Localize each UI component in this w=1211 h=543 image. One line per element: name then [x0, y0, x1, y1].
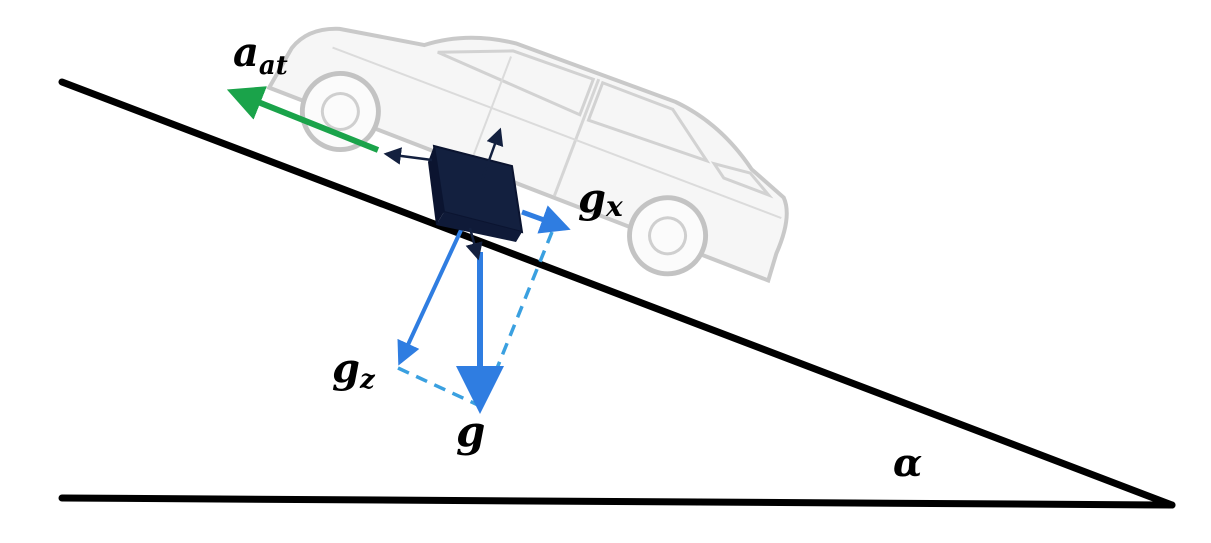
label-a-at: aat	[233, 29, 288, 81]
label-gz: gz	[332, 345, 376, 395]
label-gx: gx	[578, 175, 623, 223]
gx-arrow	[521, 205, 571, 234]
label-gz-sub: z	[359, 365, 376, 395]
label-g: g	[456, 407, 485, 456]
label-a-sub: at	[259, 51, 288, 81]
sensor-axis-up	[480, 127, 504, 181]
label-a-main: a	[233, 29, 259, 76]
sensor-axis-down	[465, 227, 483, 261]
label-alpha: α	[893, 440, 922, 485]
incline-line	[58, 78, 1176, 509]
label-gx-main: g	[578, 175, 606, 222]
ground-line	[58, 494, 1176, 509]
label-gx-sub: x	[605, 190, 623, 223]
dashed-gz-g	[397, 366, 479, 407]
sensor-axis-back	[383, 147, 433, 165]
a-at-arrow	[226, 86, 380, 153]
gz-arrow	[397, 227, 464, 366]
label-gz-main: g	[332, 345, 360, 392]
sensor-box	[428, 144, 524, 242]
